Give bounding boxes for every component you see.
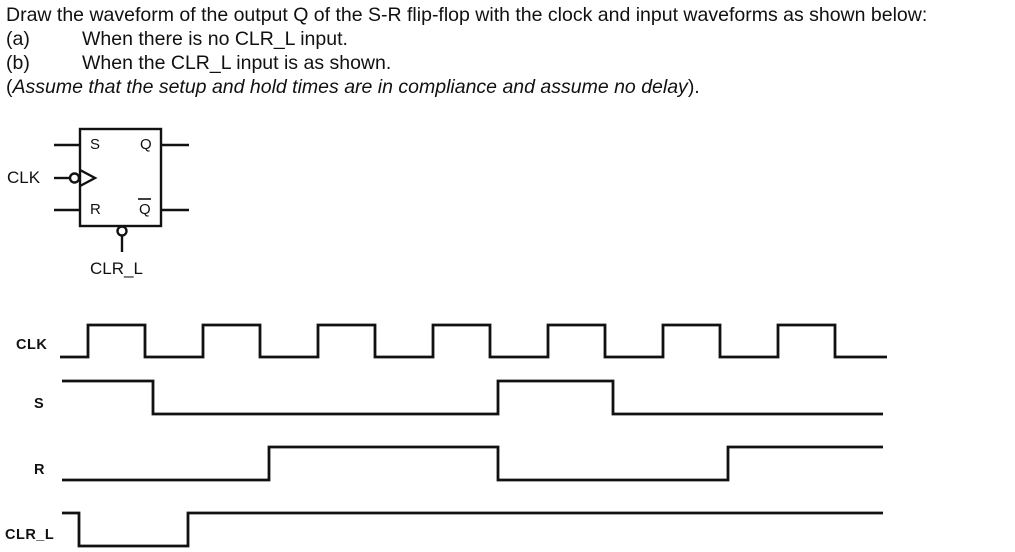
clk-inversion-bubble <box>68 172 81 184</box>
clr-inversion-bubble <box>116 225 128 237</box>
question-title: Draw the waveform of the output Q of the… <box>6 4 928 26</box>
clk-signal-label: CLK <box>16 337 48 353</box>
clr-waveform <box>62 511 883 548</box>
pin-r-label: R <box>90 201 101 218</box>
pin-s-label: S <box>90 136 101 153</box>
question-part-b: (b) When the CLR_L input is as shown. <box>6 52 391 74</box>
part-a-text: When there is no CLR_L input. <box>82 28 348 50</box>
s-signal-label: S <box>34 396 45 412</box>
pin-qbar-label: Q <box>139 201 151 218</box>
clock-triangle-icon <box>79 168 98 188</box>
question-part-a: (a) When there is no CLR_L input. <box>6 28 348 50</box>
part-a-label: (a) <box>6 28 30 50</box>
pin-clr-label: CLR_L <box>90 259 143 278</box>
sr-flipflop-symbol <box>54 127 189 252</box>
part-b-text: When the CLR_L input is as shown. <box>82 52 392 74</box>
clk-waveform <box>60 323 887 359</box>
r-signal-label: R <box>34 462 45 478</box>
pin-clk-label: CLK <box>7 168 41 187</box>
s-waveform <box>62 379 883 416</box>
clr-signal-label: CLR_L <box>5 527 55 543</box>
part-b-label: (b) <box>6 52 30 74</box>
r-waveform <box>62 445 883 482</box>
timing-waveforms <box>60 323 887 548</box>
question-note: (Assume that the setup and hold times ar… <box>6 76 700 98</box>
note-open-paren: ( <box>6 76 13 98</box>
note-text: Assume that the setup and hold times are… <box>12 76 688 98</box>
pin-q-label: Q <box>140 136 152 153</box>
note-close-paren: ). <box>687 76 700 98</box>
